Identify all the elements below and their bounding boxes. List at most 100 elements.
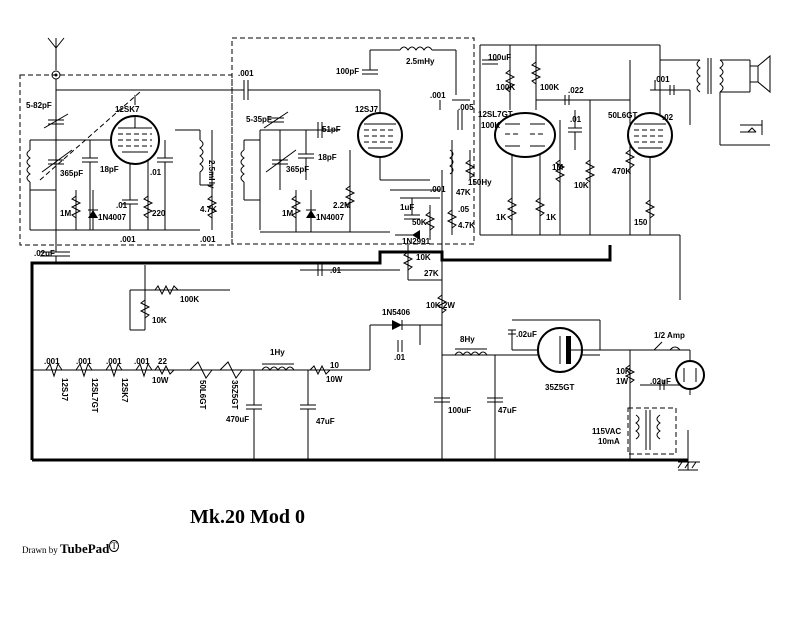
label-c-18pf-a: 18pF — [100, 165, 119, 174]
label-r-220: 220 — [152, 209, 166, 218]
label-c-100uf-b: 100uF — [448, 406, 471, 415]
label-c-5-82pf: 5-82pF — [26, 101, 52, 110]
label-l-2-5mhy-a: 2.5mHy — [207, 160, 216, 189]
label-l-150hy: 150Hy — [468, 178, 492, 187]
label-r-1k-a: 1K — [496, 213, 506, 222]
label-r-22: 22 — [158, 357, 167, 366]
tube-35z5gt — [512, 327, 600, 373]
label-c-100pf: 100pF — [336, 67, 359, 76]
label-d-1n2991: 1N2991 — [402, 237, 431, 246]
label-r-100k-c: 100K — [540, 83, 559, 92]
label-d-1n4007-a: 1N4007 — [98, 213, 127, 222]
label-r-1m-a: 1M — [60, 209, 71, 218]
detector-stage-wiring — [232, 46, 470, 233]
label-r-10k-b: 10K — [416, 253, 431, 262]
rf-stage-wiring — [26, 79, 232, 263]
tube-label-50l6gt: 50L6GT — [608, 111, 637, 120]
label-r-1m-b: 1M — [282, 209, 293, 218]
label-r-2-2m: 2.2M — [333, 201, 351, 210]
label-neon-a: 115VAC — [592, 427, 621, 436]
drawn-by-name: TubePad — [60, 541, 110, 556]
label-d-1n4007-b: 1N4007 — [316, 213, 345, 222]
label-r-4-7k-b: 4.7K — [458, 221, 475, 230]
label-r-10w-b: 10W — [326, 375, 343, 384]
label-c-1uf: 1uF — [400, 203, 414, 212]
heater-label-12sl7gt: 12SL7GT — [90, 378, 99, 413]
label-r-10k-2w: 10K 2W — [426, 301, 455, 310]
tube-12sj7 — [357, 112, 403, 158]
label-c-365pf-b: 365pF — [286, 165, 309, 174]
label-c-001-c: .001 — [430, 91, 446, 100]
label-c-022: .022 — [568, 86, 584, 95]
avc-wiring — [129, 170, 448, 331]
label-c-01-d: .01 — [330, 266, 342, 275]
label-c-01-e: .01 — [394, 353, 406, 362]
label-r-10w-a: 10W — [152, 376, 169, 385]
neon-lamp-box — [627, 407, 677, 455]
speaker-icon — [749, 54, 771, 94]
label-r-10k-c: 10K — [152, 316, 167, 325]
label-r-47k: 47K — [456, 188, 471, 197]
label-c-005: .005 — [458, 103, 474, 112]
label-c-365pf-a: 365pF — [60, 169, 83, 178]
tubepad-logo-icon: T — [109, 540, 119, 552]
audio-stage-wiring — [446, 44, 770, 300]
label-c-51pf: 51pF — [322, 125, 341, 134]
label-c-001-h2: .001 — [76, 357, 92, 366]
tube-12sl7gt — [494, 112, 556, 158]
tube-12sk7 — [110, 115, 160, 165]
label-c-05: .05 — [458, 205, 470, 214]
label-fuse: 1/2 Amp — [654, 331, 685, 340]
label-c-01-a: .01 — [150, 168, 162, 177]
label-c-001-h4: .001 — [134, 357, 150, 366]
label-r-1m-c: 1M — [552, 163, 563, 172]
tube-label-12sl7gt: 12SL7GT — [478, 110, 513, 119]
neon-lamp-icon — [635, 360, 705, 450]
label-neon-b: 10mA — [598, 437, 620, 446]
heater-label-35z5gt: 35Z5GT — [230, 380, 239, 409]
label-d-1n5406: 1N5406 — [382, 308, 411, 317]
heater-labels: 12SJ7 12SL7GT 12SK7 50L6GT 35Z5GT — [60, 378, 239, 413]
label-c-18pf-b: 18pF — [318, 153, 337, 162]
schematic-title: Mk.20 Mod 0 — [190, 506, 305, 528]
label-r-50k: 50K — [412, 218, 427, 227]
ground-bus — [30, 245, 688, 462]
label-r-10k-1w-b: 1W — [616, 377, 628, 386]
heater-label-12sk7: 12SK7 — [120, 378, 129, 403]
label-r-27k: 27K — [424, 269, 439, 278]
label-c-01-c: .01 — [570, 115, 582, 124]
label-c-02uf: .02uF — [34, 249, 55, 258]
label-c-470uf: 470uF — [226, 415, 249, 424]
heater-label-12sj7: 12SJ7 — [60, 378, 69, 402]
tube-label-35z5gt: 35Z5GT — [545, 383, 574, 392]
tube-labels: 12SK7 12SJ7 12SL7GT 50L6GT 35Z5GT — [115, 105, 637, 392]
label-c-001-d: .001 — [430, 185, 446, 194]
label-c-001-top: .001 — [238, 69, 254, 78]
jack-icon — [740, 120, 763, 135]
label-c-001-b: .001 — [200, 235, 216, 244]
label-c-5-35pf: 5-35pF — [246, 115, 272, 124]
label-c-02uf-b: .02uF — [516, 330, 537, 339]
label-l-2-5mhy-b: 2.5mHy — [406, 57, 435, 66]
label-c-001-a: .001 — [120, 235, 136, 244]
ground-icon — [677, 461, 700, 469]
label-c-47uf-b: 47uF — [498, 406, 517, 415]
label-c-001-h1: .001 — [44, 357, 60, 366]
label-r-10: 10 — [330, 361, 339, 370]
label-r-100k-d: 100K — [180, 295, 199, 304]
label-r-4-7k-a: 4.7K — [200, 205, 217, 214]
label-c-001-h3: .001 — [106, 357, 122, 366]
label-r-150: 150 — [634, 218, 648, 227]
detector-shield-box — [231, 37, 475, 245]
label-r-100k-a: 100K — [481, 121, 500, 130]
label-l-1hy: 1Hy — [270, 348, 285, 357]
label-r-10k-1w-a: 10K — [616, 367, 631, 376]
heater-label-50l6gt: 50L6GT — [198, 380, 207, 409]
label-c-47uf-a: 47uF — [316, 417, 335, 426]
power-supply-wiring — [32, 319, 698, 471]
heater-chain — [45, 361, 243, 379]
rf-shield-box — [19, 74, 233, 246]
label-c-01-b: .01 — [116, 201, 128, 210]
tube-label-12sj7: 12SJ7 — [355, 105, 379, 114]
